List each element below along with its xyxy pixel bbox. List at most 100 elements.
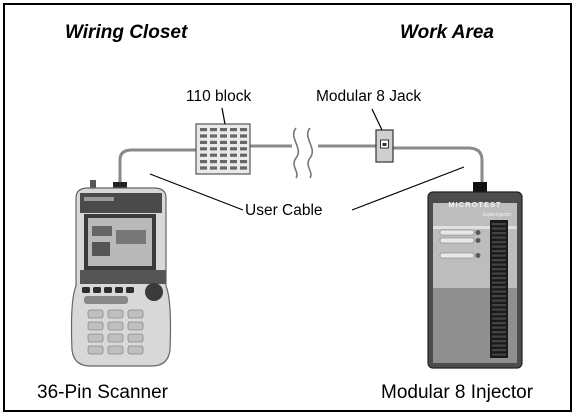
- block-tooth: [210, 160, 217, 164]
- injector-led-segment: [492, 272, 506, 275]
- scanner-keypad-key: [127, 345, 144, 355]
- cable-scanner-to-block: [118, 148, 196, 185]
- injector-brand: MICROTEST: [448, 200, 501, 209]
- block-tooth: [210, 147, 217, 151]
- leader-block: [221, 107, 226, 125]
- injector-led-segment: [492, 286, 506, 289]
- injector-device: MICROTEST SuperInjector: [427, 182, 523, 369]
- injector-led-segment: [492, 308, 506, 311]
- heading-wiring-closet: Wiring Closet: [65, 22, 188, 43]
- cable-break-icon: [292, 127, 314, 179]
- injector-led-segment: [492, 326, 506, 329]
- block-tooth: [230, 147, 237, 151]
- injector-led-segment: [492, 236, 506, 239]
- scanner-keypad-key: [127, 321, 144, 331]
- block-tooth: [210, 153, 217, 157]
- block-tooth: [230, 166, 237, 170]
- injector-led-segment: [492, 304, 506, 307]
- wall-jack-icon: [375, 129, 394, 163]
- injector-led-segment: [492, 277, 506, 280]
- block-tooth: [230, 160, 237, 164]
- scanner-keypad-key: [107, 309, 124, 319]
- 110-block-icon: [195, 123, 251, 175]
- block-tooth: [230, 134, 237, 138]
- block-tooth: [200, 147, 207, 151]
- injector-led-segment: [492, 268, 506, 271]
- scanner-function-key: [115, 287, 123, 293]
- injector-led-segment: [492, 340, 506, 343]
- block-tooth: [240, 166, 247, 170]
- block-tooth: [220, 140, 227, 144]
- injector-led-segment: [492, 349, 506, 352]
- heading-work-area: Work Area: [400, 22, 494, 43]
- scanner-keypad-key: [127, 333, 144, 343]
- block-tooth: [200, 140, 207, 144]
- label-modular-8-jack: Modular 8 Jack: [316, 88, 422, 105]
- block-tooth: [200, 128, 207, 132]
- scanner-keypad-key: [87, 345, 104, 355]
- block-tooth: [200, 134, 207, 138]
- block-tooth: [200, 160, 207, 164]
- injector-led-segment: [492, 245, 506, 248]
- scanner-keypad-key: [127, 309, 144, 319]
- block-tooth: [240, 160, 247, 164]
- injector-led-segment: [492, 299, 506, 302]
- injector-led-segment: [492, 223, 506, 226]
- leader-cable-right: [351, 166, 465, 211]
- scanner-keypad-key: [107, 333, 124, 343]
- block-tooth: [210, 128, 217, 132]
- block-tooth: [210, 140, 217, 144]
- block-tooth: [240, 140, 247, 144]
- injector-indicators: [439, 229, 481, 259]
- injector-led-segment: [492, 254, 506, 257]
- block-tooth: [220, 160, 227, 164]
- cable-jack-to-injector: [392, 146, 484, 186]
- block-tooth: [220, 147, 227, 151]
- injector-led-segment: [492, 281, 506, 284]
- injector-led-segment: [492, 232, 506, 235]
- scanner-function-key: [126, 287, 134, 293]
- block-tooth: [210, 134, 217, 138]
- block-tooth: [220, 128, 227, 132]
- block-tooth: [240, 153, 247, 157]
- injector-led-segment: [492, 263, 506, 266]
- scanner-function-key: [82, 287, 90, 293]
- injector-led-segment: [492, 290, 506, 293]
- scanner-function-key: [104, 287, 112, 293]
- injector-led-segment: [492, 344, 506, 347]
- label-user-cable: User Cable: [245, 202, 323, 219]
- block-tooth: [200, 166, 207, 170]
- block-tooth: [210, 166, 217, 170]
- scanner-keypad-key: [107, 321, 124, 331]
- injector-led-segment: [492, 317, 506, 320]
- scanner-function-key: [93, 287, 101, 293]
- caption-modular-8-injector: Modular 8 Injector: [381, 382, 534, 403]
- label-110-block: 110 block: [186, 88, 252, 105]
- scanner-keypad-key: [87, 321, 104, 331]
- scanner-device: [70, 180, 172, 367]
- block-tooth: [230, 153, 237, 157]
- injector-model: SuperInjector: [482, 212, 512, 218]
- leader-lines: [149, 107, 465, 211]
- leader-jack: [371, 108, 383, 131]
- injector-led-segment: [492, 313, 506, 316]
- block-tooth: [220, 153, 227, 157]
- injector-led-segment: [492, 259, 506, 262]
- injector-led-segment: [492, 295, 506, 298]
- injector-led-segment: [492, 322, 506, 325]
- injector-led-segment: [492, 227, 506, 230]
- block-tooth: [240, 147, 247, 151]
- caption-36-pin-scanner: 36-Pin Scanner: [37, 382, 168, 403]
- injector-led-segment: [492, 335, 506, 338]
- block-tooth: [200, 153, 207, 157]
- block-tooth: [220, 134, 227, 138]
- injector-led-segment: [492, 331, 506, 334]
- block-tooth: [220, 166, 227, 170]
- scanner-keypad-key: [87, 309, 104, 319]
- scanner-keypad-key: [107, 345, 124, 355]
- block-tooth: [240, 134, 247, 138]
- cable-path: [118, 144, 484, 186]
- leader-cable-left: [149, 173, 244, 211]
- injector-led-segment: [492, 241, 506, 244]
